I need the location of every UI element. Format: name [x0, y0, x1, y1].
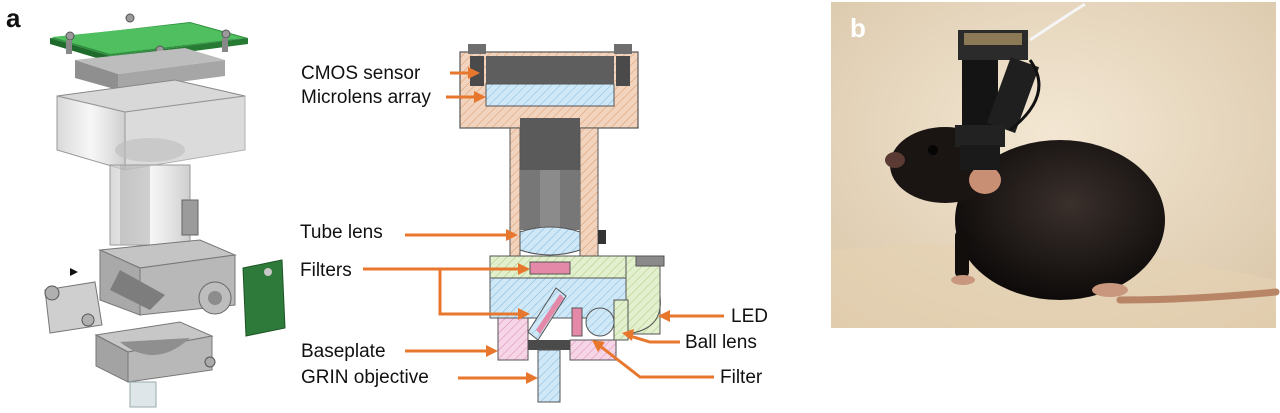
label-microlens-array-text: Microlens array — [301, 87, 431, 108]
label-grin-objective: GRIN objective — [301, 367, 538, 388]
label-cmos-sensor-text: CMOS sensor — [301, 63, 421, 84]
label-baseplate: Baseplate — [301, 341, 498, 362]
label-led-text: LED — [731, 306, 768, 327]
panel-b-label: b — [850, 13, 866, 43]
label-ball-lens: Ball lens — [622, 329, 757, 353]
label-tube-lens-text: Tube lens — [300, 222, 383, 243]
label-filter-text: Filter — [720, 367, 763, 388]
label-cmos-sensor: CMOS sensor — [301, 63, 480, 84]
exploded-view-illustration — [44, 13, 286, 408]
label-led: LED — [658, 306, 768, 327]
label-microlens-array: Microlens array — [301, 87, 486, 108]
label-filters: Filters — [300, 260, 530, 320]
mouse-photo — [831, 2, 1280, 328]
label-grin-objective-text: GRIN objective — [301, 367, 429, 388]
label-filter: Filter — [592, 340, 763, 388]
label-filters-text: Filters — [300, 260, 352, 281]
label-ball-lens-text: Ball lens — [685, 332, 757, 353]
cross-section-diagram — [459, 44, 665, 403]
label-baseplate-text: Baseplate — [301, 341, 386, 362]
panel-a-label: a — [6, 3, 21, 33]
label-tube-lens: Tube lens — [300, 222, 518, 243]
